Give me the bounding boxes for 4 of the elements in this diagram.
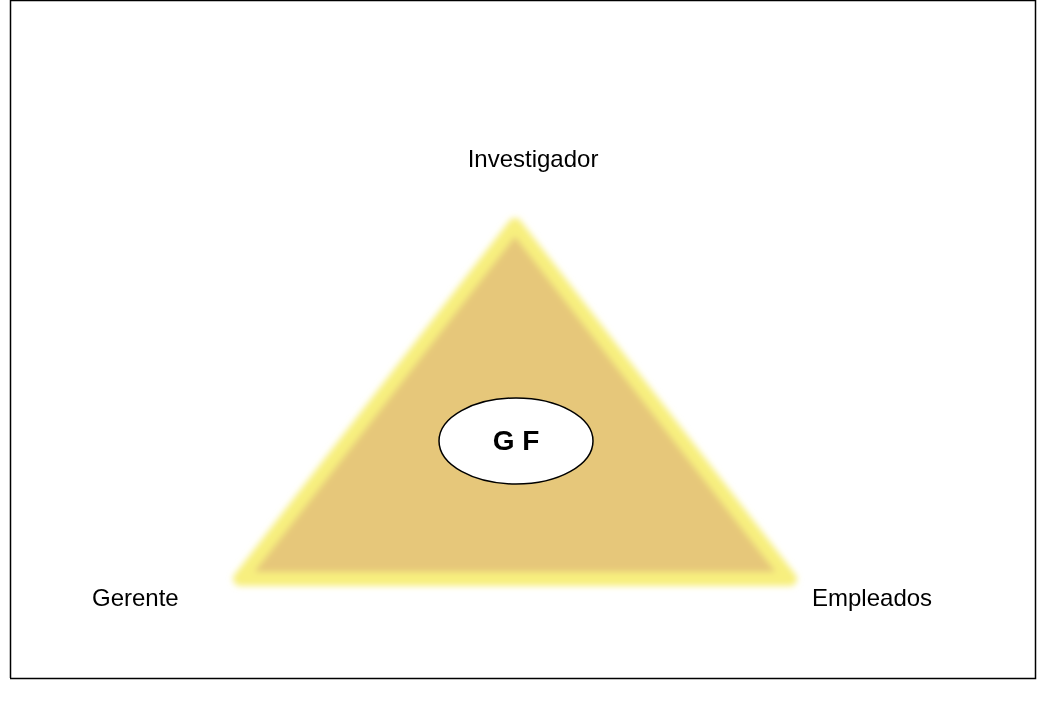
corner-label: Gerente [92,584,179,612]
node-label: G F [492,425,540,457]
corner-label: Empleados [812,584,933,612]
corner-label: Investigador [467,145,599,173]
